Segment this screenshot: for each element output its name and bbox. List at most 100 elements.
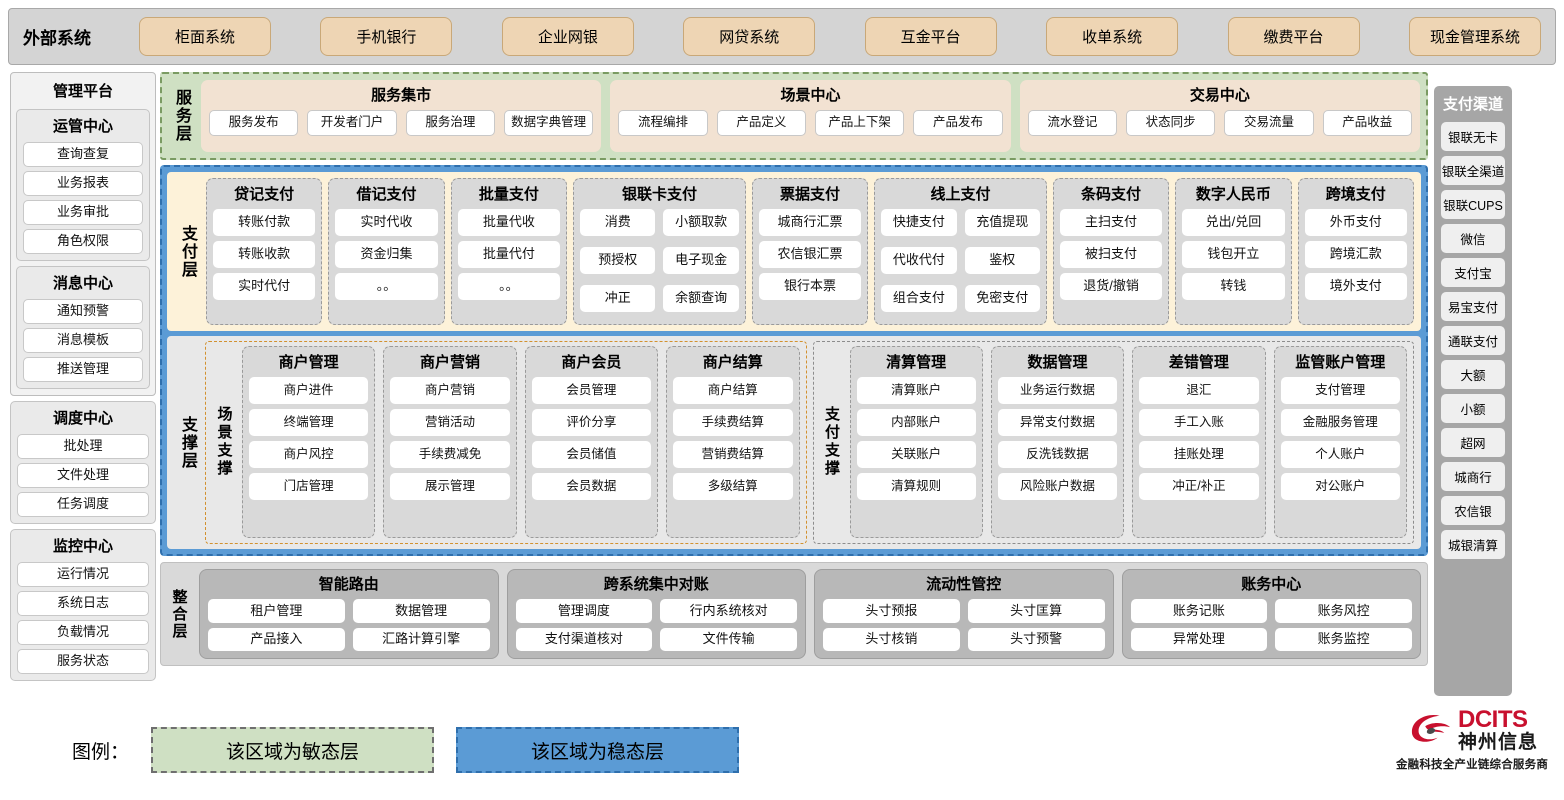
support-item[interactable]: 评价分享 (531, 409, 652, 436)
external-system-chip[interactable]: 柜面系统 (139, 17, 271, 56)
payment-item[interactable]: 实时代付 (213, 273, 316, 300)
integration-item[interactable]: 行内系统核对 (660, 599, 797, 623)
management-platform-item[interactable]: 批处理 (17, 434, 149, 459)
integration-item[interactable]: 数据管理 (352, 599, 490, 623)
payment-item[interactable]: 鉴权 (964, 247, 1040, 274)
payment-channel-item[interactable]: 银联无卡 (1441, 122, 1505, 151)
payment-item[interactable]: 小额取款 (663, 209, 739, 236)
service-item[interactable]: 产品发布 (913, 110, 1003, 136)
external-system-chip[interactable]: 企业网银 (501, 17, 634, 56)
payment-item[interactable]: 境外支付 (1304, 273, 1407, 300)
management-platform-item[interactable]: 查询查复 (23, 142, 143, 167)
external-system-chip[interactable]: 缴费平台 (1227, 17, 1360, 56)
support-item[interactable]: 清算规则 (856, 473, 976, 500)
service-item[interactable]: 产品定义 (716, 110, 806, 136)
service-item[interactable]: 服务治理 (405, 110, 495, 136)
support-item[interactable]: 营销活动 (390, 409, 510, 436)
management-platform-item[interactable]: 负载情况 (17, 620, 149, 645)
support-item[interactable]: 手工入账 (1139, 409, 1259, 436)
payment-item[interactable]: 预授权 (580, 247, 656, 274)
payment-item[interactable]: 消费 (580, 209, 656, 236)
integration-item[interactable]: 异常处理 (1130, 627, 1268, 651)
support-item[interactable]: 商户结算 (673, 377, 793, 404)
integration-item[interactable]: 头寸核销 (823, 627, 960, 651)
management-platform-item[interactable]: 角色权限 (23, 229, 143, 254)
service-item[interactable]: 开发者门户 (307, 110, 397, 136)
support-item[interactable]: 商户营销 (390, 377, 510, 404)
payment-item[interactable]: 。。 (457, 273, 561, 300)
payment-item[interactable]: 冲正 (580, 285, 656, 312)
support-item[interactable]: 冲正/补正 (1139, 473, 1259, 500)
support-item[interactable]: 会员储值 (531, 441, 652, 468)
integration-item[interactable]: 账务监控 (1275, 627, 1412, 651)
management-platform-item[interactable]: 任务调度 (17, 492, 149, 517)
integration-item[interactable]: 文件传输 (660, 627, 797, 651)
external-system-chip[interactable]: 收单系统 (1046, 17, 1179, 56)
support-item[interactable]: 关联账户 (856, 441, 976, 468)
payment-item[interactable]: 代收代付 (881, 247, 957, 274)
support-item[interactable]: 手续费结算 (673, 409, 793, 436)
integration-item[interactable]: 头寸预警 (967, 627, 1105, 651)
payment-item[interactable]: 实时代收 (335, 209, 438, 236)
support-item[interactable]: 退汇 (1139, 377, 1259, 404)
payment-item[interactable]: 充值提现 (964, 209, 1040, 236)
support-item[interactable]: 挂账处理 (1139, 441, 1259, 468)
payment-item[interactable]: 转账收款 (213, 241, 316, 268)
integration-item[interactable]: 管理调度 (515, 599, 653, 623)
payment-item[interactable]: 钱包开立 (1182, 241, 1285, 268)
payment-channel-item[interactable]: 小额 (1441, 394, 1505, 423)
payment-channel-item[interactable]: 银联全渠道 (1441, 156, 1505, 185)
support-item[interactable]: 手续费减免 (390, 441, 510, 468)
support-item[interactable]: 对公账户 (1280, 473, 1400, 500)
support-item[interactable]: 支付管理 (1280, 377, 1400, 404)
payment-item[interactable]: 银行本票 (758, 273, 862, 300)
payment-channel-item[interactable]: 大额 (1441, 360, 1505, 389)
external-system-chip[interactable]: 现金管理系统 (1408, 17, 1541, 56)
service-item[interactable]: 交易流量 (1224, 110, 1314, 136)
service-item[interactable]: 流水登记 (1027, 110, 1117, 136)
integration-item[interactable]: 支付渠道核对 (515, 627, 653, 651)
integration-item[interactable]: 账务记账 (1130, 599, 1268, 623)
payment-item[interactable]: 兑出/兑回 (1182, 209, 1285, 236)
support-item[interactable]: 展示管理 (390, 473, 510, 500)
service-item[interactable]: 产品收益 (1322, 110, 1412, 136)
service-item[interactable]: 流程编排 (618, 110, 708, 136)
payment-item[interactable]: 批量代收 (457, 209, 561, 236)
management-platform-item[interactable]: 业务报表 (23, 171, 143, 196)
management-platform-item[interactable]: 运行情况 (17, 562, 149, 587)
management-platform-item[interactable]: 服务状态 (17, 649, 149, 674)
payment-channel-item[interactable]: 银联CUPS (1441, 190, 1505, 219)
support-item[interactable]: 金融服务管理 (1280, 409, 1400, 436)
payment-item[interactable]: 被扫支付 (1059, 241, 1163, 268)
payment-item[interactable]: 免密支付 (964, 285, 1040, 312)
support-item[interactable]: 异常支付数据 (997, 409, 1118, 436)
payment-channel-item[interactable]: 易宝支付 (1441, 292, 1505, 321)
support-item[interactable]: 风险账户数据 (997, 473, 1118, 500)
integration-item[interactable]: 产品接入 (208, 627, 345, 651)
payment-item[interactable]: 农信银汇票 (758, 241, 862, 268)
integration-item[interactable]: 租户管理 (208, 599, 345, 623)
payment-item[interactable]: 转账付款 (213, 209, 316, 236)
payment-item[interactable]: 余额查询 (663, 285, 739, 312)
payment-item[interactable]: 快捷支付 (881, 209, 957, 236)
support-item[interactable]: 商户风控 (249, 441, 369, 468)
payment-channel-item[interactable]: 支付宝 (1441, 258, 1505, 287)
payment-item[interactable]: 退货/撤销 (1059, 273, 1163, 300)
service-item[interactable]: 产品上下架 (814, 110, 905, 136)
integration-item[interactable]: 账务风控 (1275, 599, 1412, 623)
payment-item[interactable]: 组合支付 (881, 285, 957, 312)
support-item[interactable]: 商户进件 (249, 377, 369, 404)
integration-item[interactable]: 头寸预报 (823, 599, 960, 623)
service-item[interactable]: 服务发布 (209, 110, 299, 136)
payment-channel-item[interactable]: 城商行 (1441, 462, 1505, 491)
support-item[interactable]: 反洗钱数据 (997, 441, 1118, 468)
support-item[interactable]: 业务运行数据 (997, 377, 1118, 404)
support-item[interactable]: 清算账户 (856, 377, 976, 404)
payment-item[interactable]: 跨境汇款 (1304, 241, 1407, 268)
management-platform-item[interactable]: 业务审批 (23, 200, 143, 225)
external-system-chip[interactable]: 互金平台 (864, 17, 997, 56)
payment-channel-item[interactable]: 超网 (1441, 428, 1505, 457)
support-item[interactable]: 营销费结算 (673, 441, 793, 468)
payment-channel-item[interactable]: 城银清算 (1441, 530, 1505, 559)
management-platform-item[interactable]: 系统日志 (17, 591, 149, 616)
